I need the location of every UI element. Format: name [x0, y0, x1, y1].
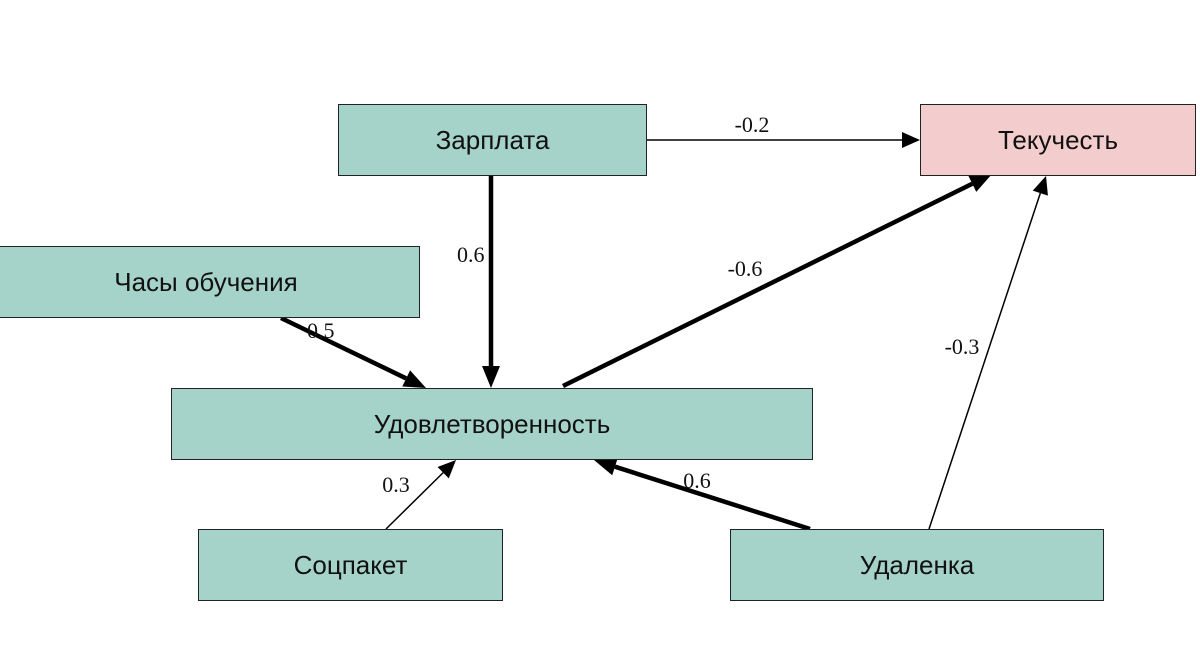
node-training-hours: Часы обучения — [0, 246, 420, 318]
node-remote: Удаленка — [730, 529, 1104, 601]
arrowhead-satisfaction-to-turnover — [968, 174, 992, 192]
edge-weight-label: 0.6 — [457, 242, 485, 267]
edge-training_hours-to-satisfaction — [280, 315, 408, 381]
edge-remote-to-satisfaction — [614, 464, 811, 532]
edge-weight-label: 0.5 — [307, 318, 335, 343]
arrowhead-training_hours-to-satisfaction — [402, 370, 426, 388]
node-satisfaction: Удовлетворенность — [171, 388, 813, 460]
edge-weight-label: 0.6 — [683, 468, 711, 493]
edge-social_package-to-satisfaction — [385, 472, 444, 530]
arrowhead-remote-to-satisfaction — [594, 458, 618, 476]
edge-weight-label: -0.3 — [945, 334, 980, 359]
arrowhead-social_package-to-satisfaction — [437, 460, 456, 479]
arrowhead-salary-to-satisfaction — [482, 366, 500, 388]
node-turnover: Текучесть — [920, 104, 1196, 176]
arrowhead-remote-to-turnover — [1032, 176, 1048, 196]
edge-weight-label: -0.6 — [728, 256, 763, 281]
node-social-package: Соцпакет — [198, 529, 503, 601]
node-salary: Зарплата — [338, 104, 647, 176]
edge-satisfaction-to-turnover — [562, 181, 974, 389]
edge-weight-label: -0.2 — [735, 112, 770, 137]
edge-remote-to-turnover — [928, 192, 1042, 530]
arrowhead-salary-to-turnover — [902, 132, 920, 148]
edge-weight-label: 0.3 — [382, 472, 410, 497]
